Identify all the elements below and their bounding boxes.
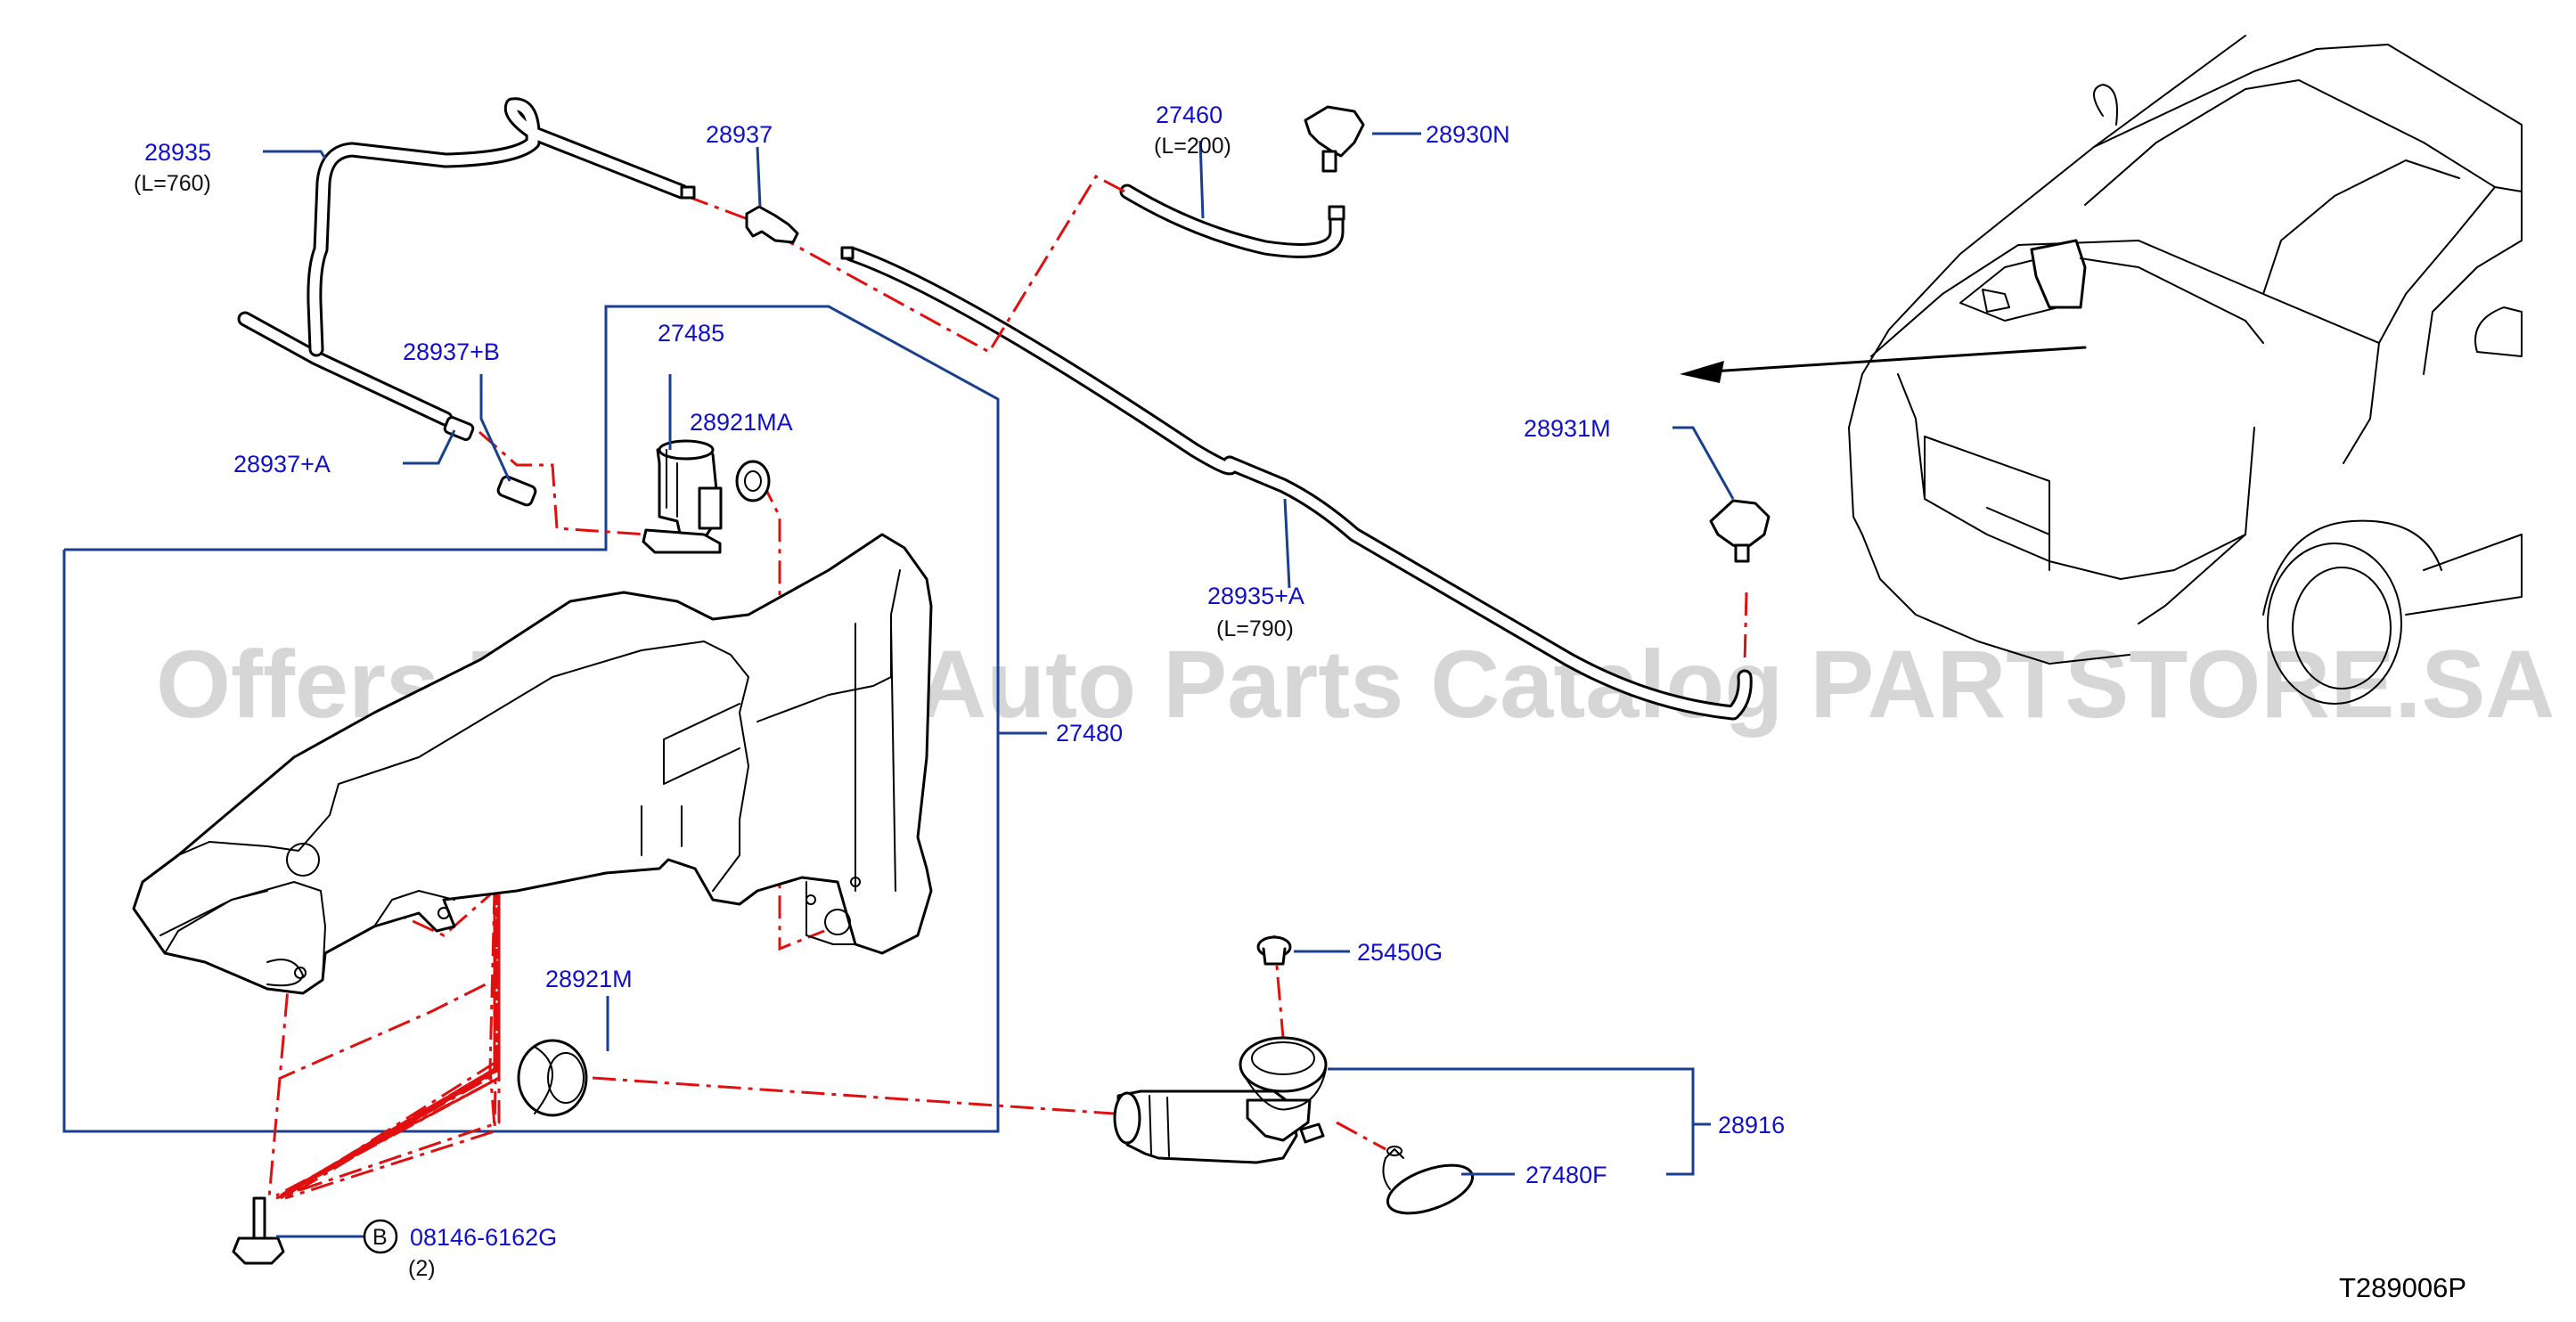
callout-28937-a: 28937+A	[233, 451, 331, 477]
filler-cap	[1382, 1146, 1475, 1215]
callout-08146-badge: B	[372, 1225, 388, 1250]
leader-lines	[263, 132, 1735, 1238]
washer-pump	[642, 439, 771, 554]
joint-28937-b	[496, 475, 537, 507]
vehicle-illustration	[1680, 35, 2523, 705]
joint-28937-a	[443, 416, 475, 441]
callout-27480: 27480	[1056, 720, 1123, 747]
hose-27460	[1119, 184, 1345, 258]
callout-27485: 27485	[658, 320, 724, 347]
callout-28935-a-length: (L=790)	[1216, 616, 1294, 641]
washer-tank	[132, 533, 933, 995]
bolt	[232, 1196, 285, 1265]
diagram-reference-code: T289006P	[2339, 1272, 2466, 1303]
callout-08146-qty: (2)	[408, 1256, 436, 1281]
callout-28935-a: 28935+A	[1207, 583, 1304, 609]
filler-neck	[1113, 1036, 1328, 1164]
callout-28921ma: 28921MA	[690, 409, 793, 436]
assembly-bracket-27480	[62, 305, 1047, 1133]
callout-28921m: 28921M	[545, 966, 633, 992]
joint-28937	[680, 185, 855, 260]
grommet-28921m	[517, 1039, 588, 1117]
callout-28930n: 28930N	[1426, 121, 1510, 148]
callout-27460: 27460	[1156, 102, 1223, 128]
chain-lines	[267, 175, 1748, 1200]
callout-25450g: 25450G	[1357, 939, 1443, 966]
hose-28935-a	[843, 246, 1753, 721]
hose-28935	[237, 97, 690, 427]
callout-08146: B 08146-6162G (2)	[363, 1219, 557, 1281]
nozzle-28930n	[1304, 105, 1365, 221]
callout-28937: 28937	[706, 121, 773, 148]
callout-27460-length: (L=200)	[1154, 134, 1231, 159]
callout-08146-number: 08146-6162G	[410, 1224, 557, 1251]
nozzle-28931m	[1709, 499, 1770, 563]
assembly-bracket-28916	[1328, 1067, 1711, 1176]
callout-28935: 28935	[144, 139, 211, 166]
callout-28937-b: 28937+B	[403, 339, 500, 365]
callout-27480f: 27480F	[1525, 1162, 1607, 1188]
clip-25450g	[1256, 935, 1292, 966]
callout-28935-length: (L=760)	[134, 171, 211, 196]
badge-circle	[363, 1219, 398, 1254]
callout-28931m: 28931M	[1524, 415, 1611, 442]
callout-28916: 28916	[1718, 1112, 1785, 1138]
